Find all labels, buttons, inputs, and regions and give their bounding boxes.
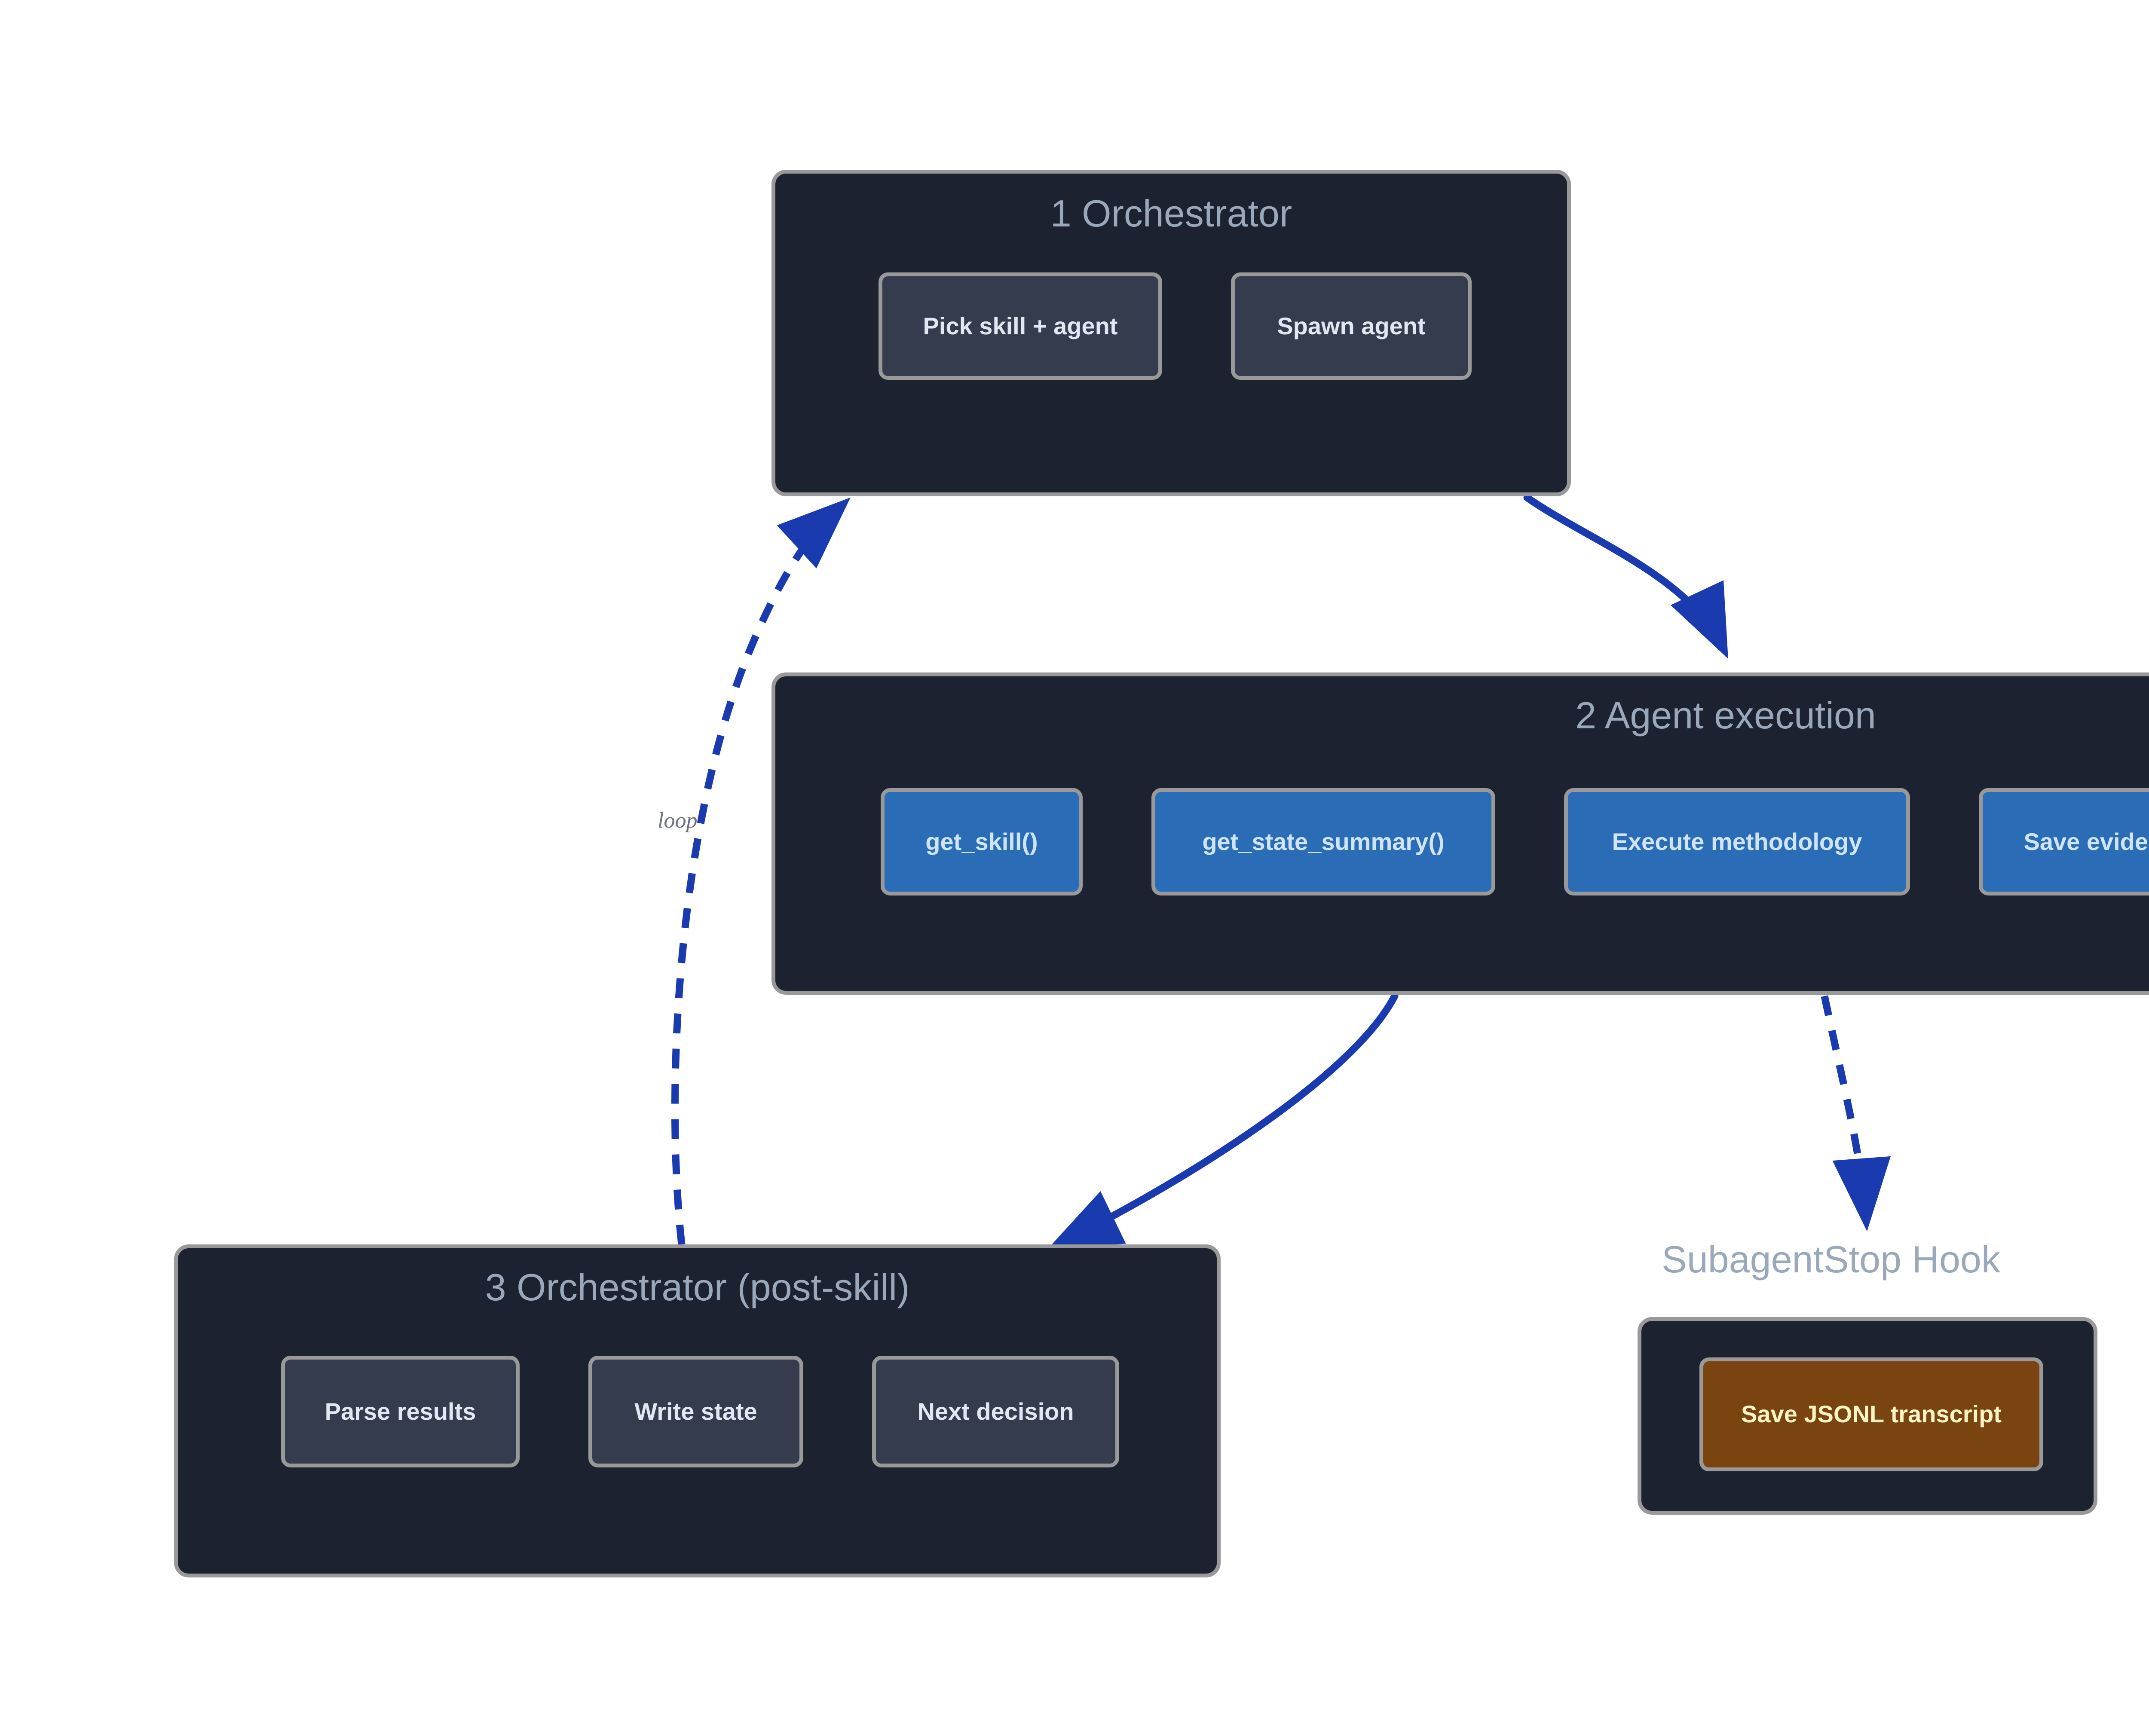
edge-label-loop: loop [658,808,698,833]
edge-agent-to-post-skill [1047,992,1399,1250]
panel-agent-execution-title: 2 Agent execution [1575,694,1876,737]
node-get-state-summary[interactable]: get_state_summary() [1151,788,1495,896]
edge-agent-to-hook [1821,995,1891,1232]
node-write-state[interactable]: Write state [588,1356,803,1467]
node-execute-methodology[interactable]: Execute methodology [1564,788,1910,896]
panel-orchestrator-post-skill-title: 3 Orchestrator (post-skill) [485,1266,910,1308]
node-pick-skill-agent[interactable]: Pick skill + agent [879,272,1162,380]
panel-orchestrator-title: 1 Orchestrator [1050,192,1292,235]
panel-orchestrator-post-skill: 3 Orchestrator (post-skill) Parse result… [174,1244,1221,1577]
panel-subagent-stop-hook: Save JSONL transcript [1638,1317,2097,1515]
node-get-skill[interactable]: get_skill() [881,788,1083,896]
panel-orchestrator: 1 Orchestrator Pick skill + agent Spawn … [771,170,1571,496]
node-next-decision[interactable]: Next decision [872,1356,1119,1467]
panel-agent-execution: 2 Agent execution get_skill() get_state_… [771,672,2149,995]
node-spawn-agent[interactable]: Spawn agent [1231,272,1472,380]
edge-orchestrator-to-agent [1523,494,1728,659]
panel-subagent-stop-hook-title: SubagentStop Hook [1662,1238,2000,1281]
node-save-evidence[interactable]: Save evidence [1979,788,2149,896]
node-save-jsonl-transcript[interactable]: Save JSONL transcript [1699,1357,2043,1471]
node-parse-results[interactable]: Parse results [281,1356,520,1467]
